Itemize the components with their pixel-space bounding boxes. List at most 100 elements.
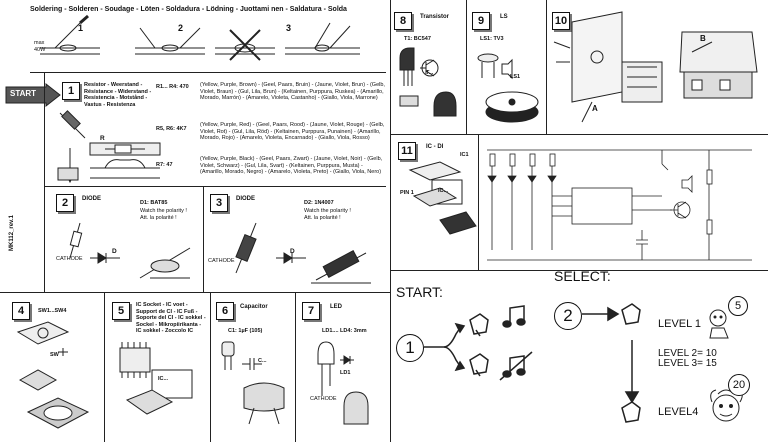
step-number-11: 11 (398, 142, 416, 160)
step-number-8: 8 (394, 12, 412, 30)
step-number-5: 5 (112, 302, 130, 320)
divider (210, 292, 211, 442)
transistor-ref: T1: BC547 (404, 36, 431, 42)
ic-socket-symbol-label: IC... (158, 376, 169, 382)
capacitor-title: Capacitor (240, 304, 268, 310)
diode2-note-2: Att. la polarité ! (304, 215, 341, 221)
step-number-6: 6 (216, 302, 234, 320)
start-flow-illustration (424, 305, 533, 381)
divider (390, 0, 391, 442)
diode2-note-1: Watch the polarity ! (304, 208, 351, 214)
speaker-ref: LS1: TV3 (480, 36, 504, 42)
divider (546, 0, 547, 134)
diode-title: DIODE (82, 196, 102, 202)
divider (44, 186, 386, 187)
ic-pin1-label: PIN 1 (400, 190, 414, 196)
age-badge-4: 20 (728, 374, 750, 396)
resistor-illustration (57, 110, 161, 184)
transistor-illustration (399, 47, 457, 117)
step-number-1: 1 (62, 82, 80, 100)
start-heading: START: (396, 284, 443, 300)
resistor-colors-1: (Yellow, Purple, Brown) - (Geel, Paars, … (200, 82, 385, 101)
diode1-illustration (69, 222, 191, 279)
resistor-colors-2: (Yellow, Purple, Red) - (Geel, Paars, Ro… (200, 122, 385, 141)
diode1-note-1: Watch the polarity ! (140, 208, 187, 214)
divider (30, 72, 386, 73)
diode2-title: DIODE (236, 196, 256, 202)
resistor-ref-2: R5, R6: 4K7 (156, 126, 187, 132)
step-number-10: 10 (552, 12, 570, 30)
ic-socket-illustration (119, 342, 193, 415)
transistor-title: Transistor (420, 14, 450, 20)
circuit-schematic (487, 149, 752, 261)
step-number-4: 4 (12, 302, 30, 320)
level-4-label: LEVEL4 (658, 406, 699, 418)
speaker-illustration (477, 53, 539, 123)
age-badge-1: 5 (728, 296, 748, 316)
capacitor-ref: C1: 1µF (105) (228, 328, 263, 334)
soldering-title: Soldering - Solderen - Soudage - Löten -… (30, 6, 347, 13)
select-flow-illustration (582, 303, 641, 423)
divider (104, 292, 105, 442)
diode1-note-2: Att. la polarité ! (140, 215, 177, 221)
enclosure-label-a: A (592, 104, 598, 113)
diode2-ref: D2: 1N4007 (304, 200, 334, 206)
level-2-label: LEVEL 2= 10 (658, 348, 717, 359)
step-number-9: 9 (472, 12, 490, 30)
divider (295, 292, 296, 442)
revision-label: MK112_rev.1 (8, 215, 15, 251)
enclosure-label-b: B (700, 34, 706, 43)
einstein-icon (710, 387, 743, 422)
step-number-2: 2 (56, 194, 74, 212)
divider (466, 0, 467, 134)
ic-socket-title: IC Socket - IC voet - Support de CI - IC… (136, 302, 206, 334)
diode2-symbol-label: D (290, 248, 295, 255)
capacitor-illustration (221, 341, 285, 425)
led-ref: LD1.... LD4: 3mm (322, 328, 367, 334)
ic-illustration (408, 161, 477, 235)
power-note: max 40W (34, 40, 46, 53)
switch-illustration (16, 321, 90, 429)
divider (0, 292, 390, 293)
baby-icon (709, 309, 729, 339)
led-title: LED (330, 304, 342, 310)
diode2-illustration (235, 222, 371, 284)
diode1-ref: D1: BAT85 (140, 200, 168, 206)
soldering-illustration (40, 14, 360, 61)
ic-title: IC - DI (426, 144, 444, 150)
divider (390, 270, 768, 271)
resistor-ref-3: R7: 47 (156, 162, 173, 168)
start-arrow (5, 82, 61, 108)
ic-ref: IC1 (460, 152, 469, 158)
select-heading: SELECT: (554, 268, 611, 284)
capacitor-symbol-label: C... (258, 358, 267, 364)
select-step-2: 2 (554, 302, 582, 330)
switch-symbol-label: SW (50, 352, 59, 358)
enclosure-illustration (553, 11, 758, 123)
level-1-label: LEVEL 1 (658, 318, 702, 330)
divider (478, 134, 479, 270)
resistor-ref-1: R1... R4: 470 (156, 84, 189, 90)
led-illustration (317, 341, 369, 425)
speaker-symbol-label: LS1 (510, 74, 521, 80)
diode1-cathode-label: CATHODE (56, 256, 83, 262)
resistor-colors-3: (Yellow, Purple, Black) - (Geel, Paars, … (200, 156, 383, 175)
solder-step-1: 1 (78, 23, 84, 33)
solder-step-3: 3 (286, 23, 292, 33)
divider (203, 186, 204, 292)
start-step-1: 1 (396, 334, 424, 362)
resistor-title: Resistor - Weerstand - Résistance - Wide… (84, 82, 152, 108)
led-symbol-label: LD1 (340, 370, 351, 376)
diode1-symbol-label: D (112, 248, 117, 255)
diode2-cathode-label: CATHODE (208, 258, 235, 264)
resistor-symbol-label: R (100, 135, 105, 142)
transistor-symbol-label: T... (426, 70, 434, 76)
speaker-title: LS (500, 14, 508, 20)
start-label: START (10, 89, 37, 98)
solder-step-2: 2 (178, 23, 184, 33)
led-cathode-label: CATHODE (310, 396, 337, 402)
divider (390, 134, 768, 135)
step-number-3: 3 (210, 194, 228, 212)
divider (44, 72, 45, 292)
ic-symbol-label: IC... (438, 188, 449, 194)
